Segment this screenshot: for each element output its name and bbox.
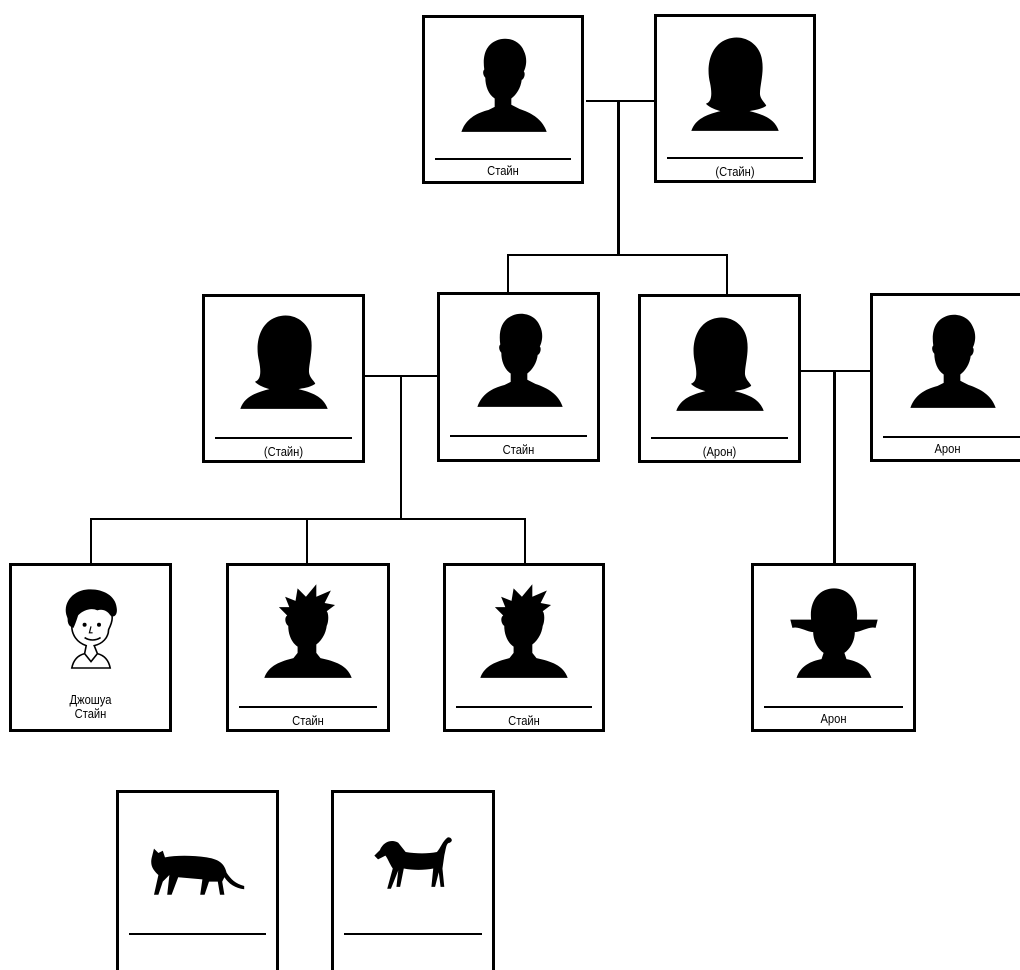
person-card-grandmother: (Стайн)	[654, 14, 816, 183]
person-card-cousin: Арон	[751, 563, 916, 732]
person-card-grandfather: Стайн	[422, 15, 584, 184]
grandparents-descent-line	[617, 100, 620, 255]
person-card-brother-1: Стайн	[226, 563, 390, 732]
dog-silhouette-icon	[374, 837, 452, 889]
person-name-first: Джошуа	[69, 692, 112, 707]
person-name: Стайн	[502, 442, 535, 457]
person-name: (Арон)	[702, 444, 737, 459]
person-card-uncle: Арон	[870, 293, 1020, 462]
name-underline	[450, 435, 587, 437]
name-underline	[667, 157, 803, 159]
man-silhouette-icon	[476, 313, 563, 407]
name-underline	[344, 933, 482, 935]
person-name: (Стайн)	[715, 164, 755, 179]
aunt-uncle-descent-line	[833, 370, 836, 564]
boy-silhouette-icon	[264, 584, 352, 678]
woman-silhouette-icon	[675, 317, 764, 411]
name-underline	[456, 706, 592, 708]
person-card-brother-2: Стайн	[443, 563, 605, 732]
person-name: Арон	[820, 711, 847, 726]
person-name: (Стайн)	[263, 444, 304, 459]
father-drop-line	[507, 254, 509, 294]
joshua-drop-line	[90, 518, 92, 563]
boy-silhouette-icon	[480, 584, 568, 678]
woman-silhouette-icon	[239, 315, 328, 409]
man-silhouette-icon	[909, 314, 996, 408]
person-card-aunt: (Арон)	[638, 294, 801, 463]
name-underline	[764, 706, 903, 708]
person-name: Арон	[934, 441, 961, 456]
parents-descent-line	[400, 375, 402, 519]
person-card-father: Стайн	[437, 292, 600, 462]
cat-silhouette-icon	[150, 848, 244, 895]
person-card-mother: (Стайн)	[202, 294, 365, 463]
grandparents-children-line	[507, 254, 728, 256]
name-underline	[883, 436, 1020, 438]
name-underline	[129, 933, 266, 935]
person-name: Стайн	[508, 713, 540, 728]
person-name: Стайн	[487, 163, 519, 178]
person-name-last: Стайн	[74, 706, 107, 721]
pet-card-dog	[331, 790, 495, 970]
brother2-drop-line	[524, 518, 526, 563]
joshua-portrait-icon	[64, 588, 118, 669]
pet-card-cat	[116, 790, 279, 970]
grandparents-marriage-line	[586, 100, 656, 102]
name-underline	[215, 437, 352, 439]
aunt-drop-line	[726, 254, 728, 295]
man-silhouette-icon	[461, 38, 547, 132]
girl-silhouette-icon	[789, 588, 878, 678]
name-underline	[435, 158, 571, 160]
woman-silhouette-icon	[691, 37, 779, 131]
person-card-joshua: Джошуа Стайн	[9, 563, 172, 732]
parents-children-line	[90, 518, 526, 520]
name-underline	[239, 706, 377, 708]
person-name: Стайн	[292, 713, 324, 728]
name-underline	[651, 437, 788, 439]
aunt-uncle-marriage-line	[800, 370, 872, 372]
brother1-drop-line	[306, 518, 308, 563]
